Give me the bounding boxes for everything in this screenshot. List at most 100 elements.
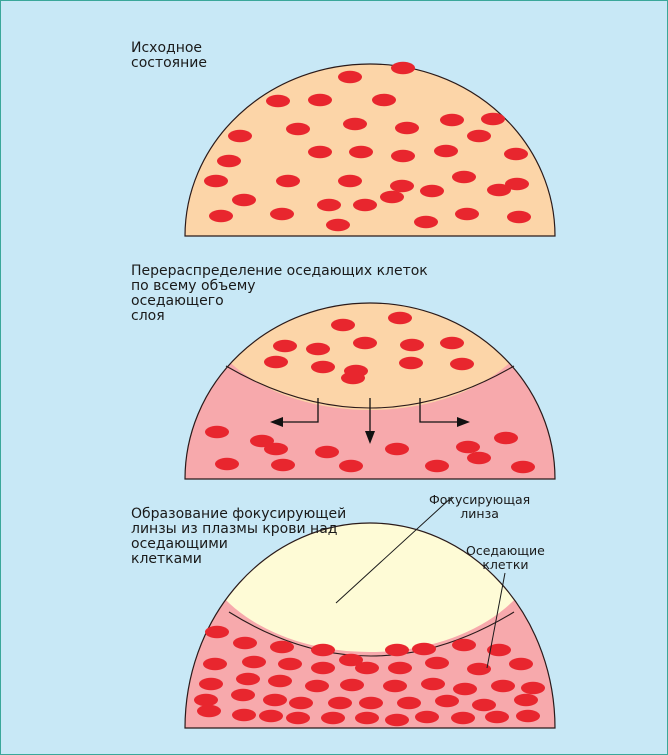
red-blood-cell <box>341 372 365 384</box>
red-blood-cell <box>203 658 227 670</box>
red-blood-cell <box>487 184 511 196</box>
red-blood-cell <box>353 337 377 349</box>
red-blood-cell <box>311 644 335 656</box>
red-blood-cell <box>273 340 297 352</box>
red-blood-cell <box>270 641 294 653</box>
red-blood-cell <box>516 710 540 722</box>
red-blood-cell <box>264 443 288 455</box>
red-blood-cell <box>450 358 474 370</box>
red-blood-cell <box>511 461 535 473</box>
red-blood-cell <box>315 446 339 458</box>
red-blood-cell <box>311 662 335 674</box>
red-blood-cell <box>321 712 345 724</box>
red-blood-cell <box>236 673 260 685</box>
red-blood-cell <box>242 656 266 668</box>
red-blood-cell <box>425 460 449 472</box>
red-blood-cell <box>472 699 496 711</box>
red-blood-cell <box>308 94 332 106</box>
red-blood-cell <box>400 339 424 351</box>
red-blood-cell <box>204 175 228 187</box>
red-blood-cell <box>215 458 239 470</box>
red-blood-cell <box>385 644 409 656</box>
red-blood-cell <box>339 460 363 472</box>
red-blood-cell <box>233 637 257 649</box>
red-blood-cell <box>328 697 352 709</box>
red-blood-cell <box>343 118 367 130</box>
red-blood-cell <box>425 657 449 669</box>
label-settling-cells: Оседающие клетки <box>466 544 545 572</box>
red-blood-cell <box>209 210 233 222</box>
red-blood-cell <box>514 694 538 706</box>
red-blood-cell <box>491 680 515 692</box>
red-blood-cell <box>289 697 313 709</box>
red-blood-cell <box>507 211 531 223</box>
red-blood-cell <box>412 643 436 655</box>
red-blood-cell <box>270 208 294 220</box>
red-blood-cell <box>355 712 379 724</box>
red-blood-cell <box>391 150 415 162</box>
red-blood-cell <box>509 658 533 670</box>
red-blood-cell <box>456 441 480 453</box>
red-blood-cell <box>383 680 407 692</box>
red-blood-cell <box>306 343 330 355</box>
red-blood-cell <box>338 175 362 187</box>
red-blood-cell <box>268 675 292 687</box>
red-blood-cell <box>467 452 491 464</box>
red-blood-cell <box>205 626 229 638</box>
red-blood-cell <box>271 459 295 471</box>
red-blood-cell <box>414 216 438 228</box>
red-blood-cell <box>286 123 310 135</box>
red-blood-cell <box>340 679 364 691</box>
red-blood-cell <box>421 678 445 690</box>
red-blood-cell <box>308 146 332 158</box>
red-blood-cell <box>385 443 409 455</box>
red-blood-cell <box>359 697 383 709</box>
red-blood-cell <box>504 148 528 160</box>
red-blood-cell <box>199 678 223 690</box>
red-blood-cell <box>276 175 300 187</box>
caption-lens-formation: Образование фокусирующей линзы из плазмы… <box>131 507 346 567</box>
red-blood-cell <box>197 705 221 717</box>
red-blood-cell <box>380 191 404 203</box>
red-blood-cell <box>266 95 290 107</box>
red-blood-cell <box>355 662 379 674</box>
red-blood-cell <box>338 71 362 83</box>
red-blood-cell <box>481 113 505 125</box>
red-blood-cell <box>395 122 419 134</box>
red-blood-cell <box>353 199 377 211</box>
red-blood-cell <box>440 114 464 126</box>
red-blood-cell <box>349 146 373 158</box>
red-blood-cell <box>397 697 421 709</box>
red-blood-cell <box>391 62 415 74</box>
red-blood-cell <box>263 694 287 706</box>
red-blood-cell <box>521 682 545 694</box>
red-blood-cell <box>264 356 288 368</box>
red-blood-cell <box>317 199 341 211</box>
red-blood-cell <box>388 662 412 674</box>
red-blood-cell <box>415 711 439 723</box>
red-blood-cell <box>231 689 255 701</box>
label-focusing-lens: Фокусирующая линза <box>429 493 530 521</box>
red-blood-cell <box>232 709 256 721</box>
red-blood-cell <box>453 683 477 695</box>
red-blood-cell <box>451 712 475 724</box>
red-blood-cell <box>305 680 329 692</box>
red-blood-cell <box>286 712 310 724</box>
red-blood-cell <box>455 208 479 220</box>
red-blood-cell <box>326 219 350 231</box>
red-blood-cell <box>420 185 444 197</box>
caption-redistribution: Перераспределение оседающих клеток по вс… <box>131 264 428 324</box>
red-blood-cell <box>435 695 459 707</box>
red-blood-cell <box>440 337 464 349</box>
red-blood-cell <box>194 694 218 706</box>
red-blood-cell <box>399 357 423 369</box>
red-blood-cell <box>434 145 458 157</box>
red-blood-cell <box>228 130 252 142</box>
red-blood-cell <box>452 171 476 183</box>
red-blood-cell <box>485 711 509 723</box>
red-blood-cell <box>372 94 396 106</box>
red-blood-cell <box>278 658 302 670</box>
red-blood-cell <box>217 155 241 167</box>
